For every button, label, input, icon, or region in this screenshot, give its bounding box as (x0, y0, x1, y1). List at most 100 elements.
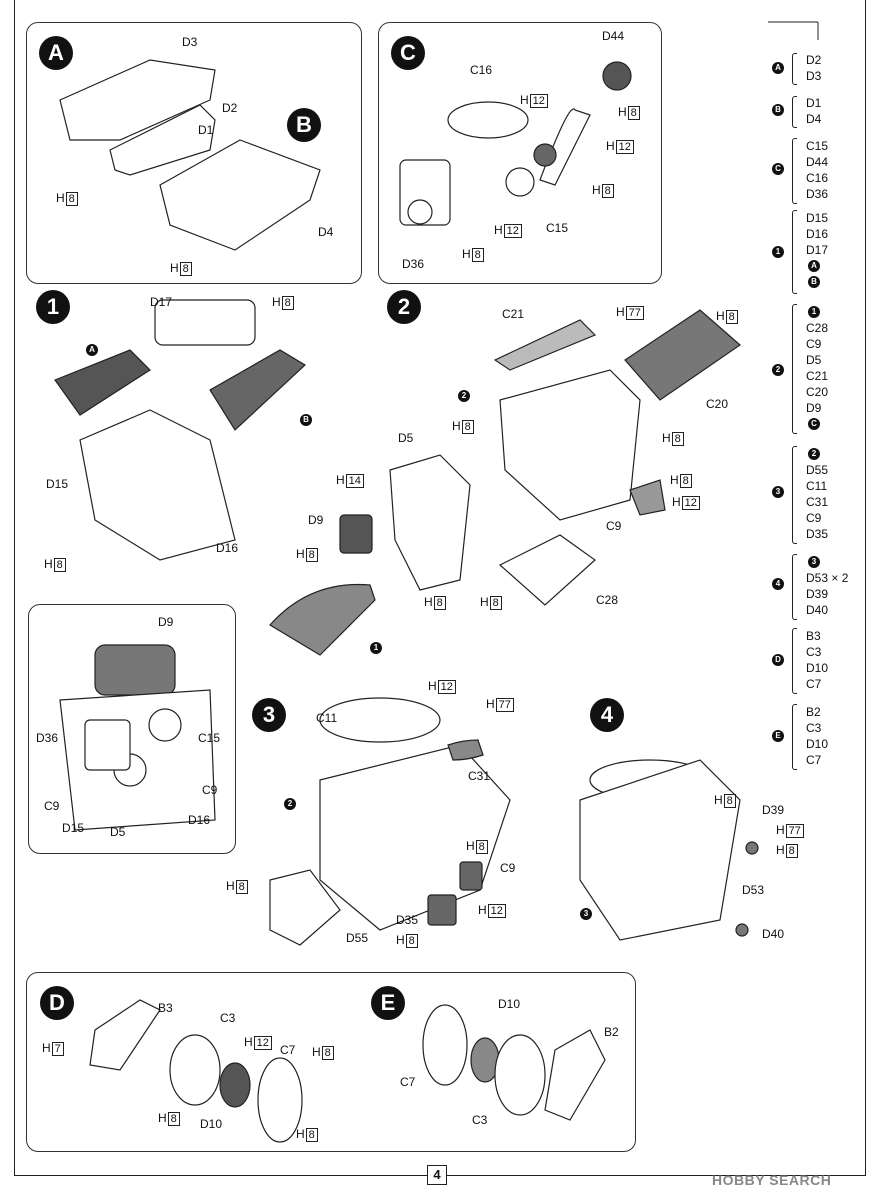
legend-item: B3 (806, 629, 821, 643)
part-label: D53 (742, 883, 765, 897)
legend-item: C7 (806, 677, 822, 691)
part-label: C11 (316, 711, 338, 725)
legend-item: D15 (806, 211, 829, 225)
legend-item: B (808, 276, 820, 288)
part-label: C20 (706, 397, 729, 411)
legend-key-2: 2 (772, 364, 784, 376)
step-badge-4: 4 (590, 698, 624, 732)
part-label: C15 (198, 731, 221, 745)
legend-item: C (808, 418, 820, 430)
ref-badge-3: 3 (580, 908, 592, 920)
legend-item: C21 (806, 369, 829, 383)
part-label: D39 (762, 803, 785, 817)
legend-item: D3 (806, 69, 822, 83)
part-label: C3 (472, 1113, 488, 1127)
part-label: D3 (182, 35, 198, 49)
page-number: 4 (427, 1165, 447, 1185)
legend-item: C20 (806, 385, 829, 399)
legend-item: D53 × 2 (806, 571, 849, 585)
ref-badge-2: 2 (284, 798, 296, 810)
legend-item: C7 (806, 753, 822, 767)
part-label: D15 (46, 477, 69, 491)
legend-item: D35 (806, 527, 829, 541)
legend-brace (792, 554, 797, 620)
legend-brace (792, 304, 797, 434)
part-label: C3 (220, 1011, 236, 1025)
ref-badge-b: B (300, 414, 312, 426)
part-label: D36 (36, 731, 59, 745)
legend-item: 3 (808, 556, 820, 568)
ref-badge-c: 1 (370, 642, 382, 654)
legend-item: C3 (806, 645, 822, 659)
step-badge-d: D (40, 986, 74, 1020)
part-label: D35 (396, 913, 419, 927)
legend-item: B2 (806, 705, 821, 719)
legend-key-b: B (772, 104, 784, 116)
legend-brace (792, 704, 797, 770)
step-badge-e: E (371, 986, 405, 1020)
legend-brace (792, 53, 797, 85)
part-label: D55 (346, 931, 369, 945)
part-label: C9 (44, 799, 60, 813)
part-label: C28 (596, 593, 619, 607)
legend-brace (792, 628, 797, 694)
legend-key-1: 1 (772, 246, 784, 258)
part-label: D9 (308, 513, 324, 527)
step-badge-2: 2 (387, 290, 421, 324)
part-label: D5 (110, 825, 126, 839)
part-label: C9 (500, 861, 516, 875)
legend-key-3: 3 (772, 486, 784, 498)
legend-brace (792, 210, 797, 294)
part-label: D40 (762, 927, 785, 941)
part-label: D15 (62, 821, 85, 835)
part-label: D2 (222, 101, 238, 115)
legend-item: D55 (806, 463, 829, 477)
legend-item: C16 (806, 171, 829, 185)
part-label: C9 (202, 783, 218, 797)
legend-item: D39 (806, 587, 829, 601)
legend-item: D36 (806, 187, 829, 201)
part-label: C16 (470, 63, 493, 77)
part-label: D44 (602, 29, 625, 43)
part-label: C9 (606, 519, 622, 533)
part-label: B2 (604, 1025, 619, 1039)
legend-key-4: 4 (772, 578, 784, 590)
part-label: C7 (400, 1075, 416, 1089)
legend-brace (792, 96, 797, 128)
step-badge-b: B (287, 108, 321, 142)
legend-item: D5 (806, 353, 822, 367)
legend-key-c: C (772, 163, 784, 175)
legend-item: D44 (806, 155, 829, 169)
legend-item: C11 (806, 479, 828, 493)
step-badge-3: 3 (252, 698, 286, 732)
part-label: C15 (546, 221, 569, 235)
